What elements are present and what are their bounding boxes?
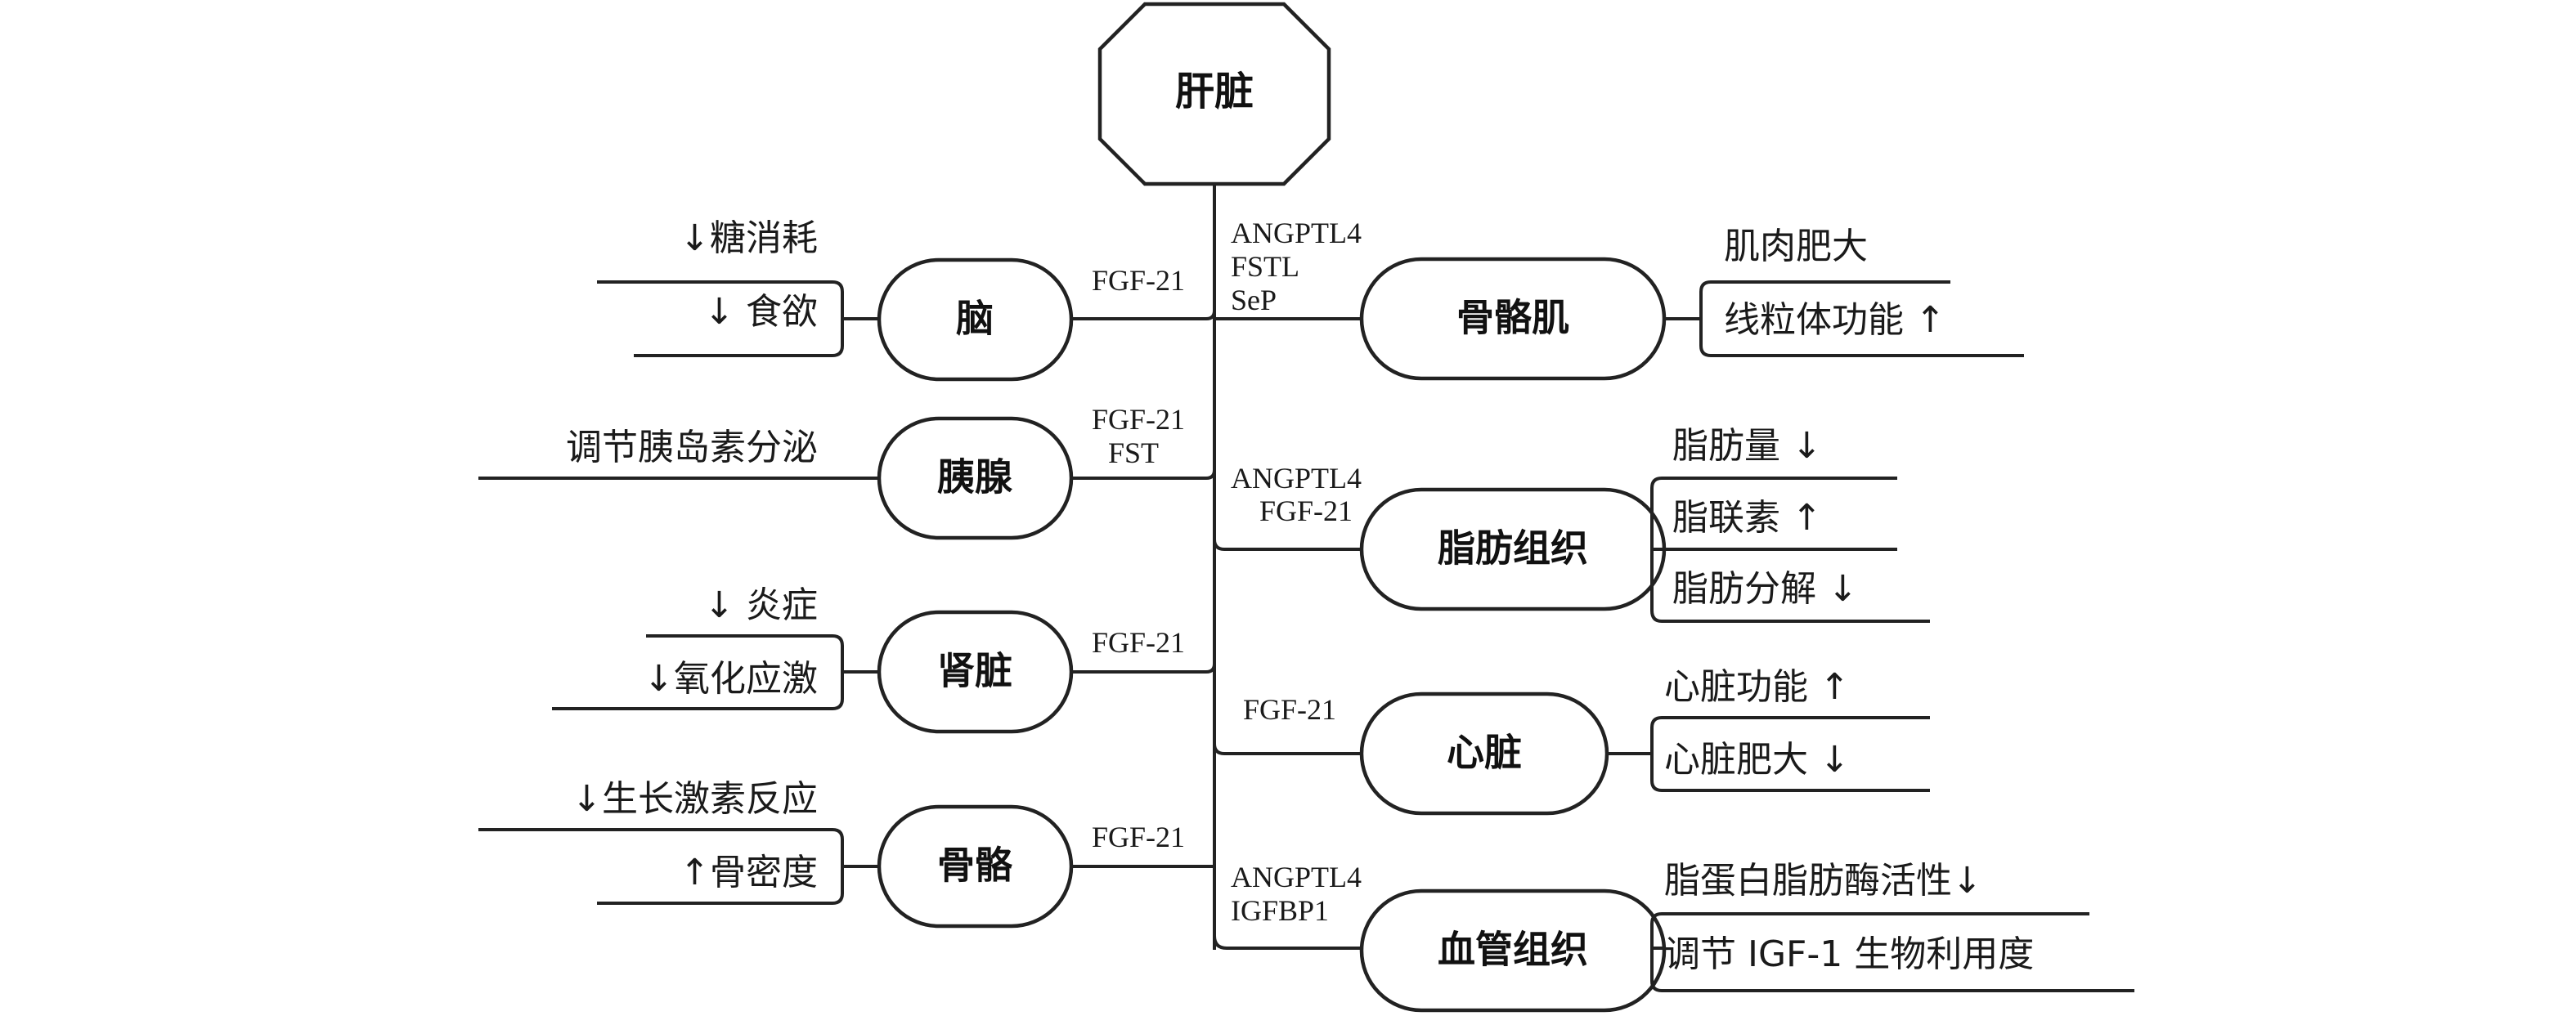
brain-connector	[1071, 310, 1216, 320]
heart-label: 心脏	[1447, 731, 1522, 775]
bone-bracket	[478, 828, 844, 905]
muscle-signal-2: FSTL	[1231, 250, 1299, 283]
muscle-label: 骨骼肌	[1456, 296, 1569, 340]
vascular-signal-1: ANGPTL4	[1231, 861, 1362, 893]
adipose-effect-1: 脂肪量 ↓	[1672, 425, 1822, 467]
muscle-effect-2: 线粒体功能 ↑	[1724, 299, 1945, 341]
vascular-node	[1359, 888, 1667, 1013]
pancreas-branch: FGF-21 FST 胰腺 调节胰岛素分泌	[478, 403, 1216, 540]
heart-effect-2: 心脏肥大 ↓	[1664, 739, 1850, 781]
vascular-connector	[1213, 935, 1362, 950]
bone-label: 骨骼	[937, 844, 1012, 888]
kidney-bracket	[552, 634, 844, 710]
heart-connector	[1213, 743, 1362, 755]
vascular-branch: ANGPTL4 IGFBP1 血管组织 脂蛋白脂肪酶活性↓ 调节 IGF-1 生…	[1213, 860, 2134, 1013]
kidney-signal: FGF-21	[1092, 626, 1185, 659]
liver-node: 肝脏	[1097, 2, 1331, 186]
adipose-connector	[1213, 539, 1362, 551]
liver-label: 肝脏	[1175, 69, 1254, 114]
pancreas-label: 胰腺	[937, 455, 1012, 499]
muscle-effect-1: 肌肉肥大	[1724, 226, 1868, 267]
bone-signal: FGF-21	[1092, 821, 1185, 853]
brain-label: 脑	[956, 297, 994, 341]
muscle-signal-1: ANGPTL4	[1231, 217, 1362, 249]
pancreas-signal-2: FST	[1108, 436, 1159, 469]
liver-octagon	[1097, 2, 1331, 186]
kidney-effect-2: ↓氧化应激	[644, 658, 818, 700]
heart-signal: FGF-21	[1243, 693, 1336, 726]
vascular-signal-2: IGFBP1	[1231, 894, 1329, 927]
adipose-branch: ANGPTL4 FGF-21 脂肪组织 脂肪量 ↓ 脂联素 ↑ 脂肪分解 ↓	[1213, 425, 1930, 623]
brain-effect-1: ↓糖消耗	[680, 217, 818, 259]
heart-branch: FGF-21 心脏 心脏功能 ↑ 心脏肥大 ↓	[1213, 666, 1930, 816]
adipose-signal-1: ANGPTL4	[1231, 462, 1362, 495]
heart-bracket	[1650, 716, 1930, 792]
brain-branch: FGF-21 脑 ↓糖消耗 ↓ 食欲	[597, 217, 1216, 382]
brain-signal: FGF-21	[1092, 264, 1185, 297]
vascular-effect-1: 脂蛋白脂肪酶活性↓	[1664, 860, 1982, 902]
pancreas-effect-1: 调节胰岛素分泌	[566, 427, 818, 468]
adipose-signal-2: FGF-21	[1259, 495, 1353, 527]
vascular-bracket	[1650, 912, 2134, 992]
adipose-label: 脂肪组织	[1438, 526, 1588, 571]
skeletal-muscle-branch: ANGPTL4 FSTL SeP 骨骼肌 肌肉肥大 线粒体功能 ↑	[1214, 217, 2024, 381]
vascular-label: 血管组织	[1438, 928, 1588, 972]
muscle-signal-3: SeP	[1231, 284, 1277, 316]
brain-effect-2: ↓ 食欲	[704, 291, 818, 333]
pancreas-signal-1: FGF-21	[1092, 403, 1185, 436]
bone-branch: FGF-21 骨骼 ↓生长激素反应 ↑骨密度	[478, 778, 1214, 929]
kidney-effect-1: ↓ 炎症	[704, 584, 818, 626]
adipose-effect-3: 脂肪分解 ↓	[1672, 568, 1858, 610]
muscle-bracket	[1699, 280, 2024, 357]
adipose-effect-2: 脂联素 ↑	[1672, 497, 1822, 539]
brain-bracket	[597, 280, 844, 357]
kidney-connector	[1071, 663, 1216, 674]
heart-effect-1: 心脏功能 ↑	[1664, 666, 1850, 708]
bone-effect-1: ↓生长激素反应	[572, 778, 818, 820]
bone-effect-2: ↑骨密度	[680, 852, 818, 893]
kidney-branch: FGF-21 肾脏 ↓ 炎症 ↓氧化应激	[552, 584, 1216, 734]
kidney-label: 肾脏	[937, 649, 1012, 693]
vascular-effect-2: 调节 IGF-1 生物利用度	[1664, 933, 2034, 975]
pancreas-connector	[1071, 469, 1216, 480]
